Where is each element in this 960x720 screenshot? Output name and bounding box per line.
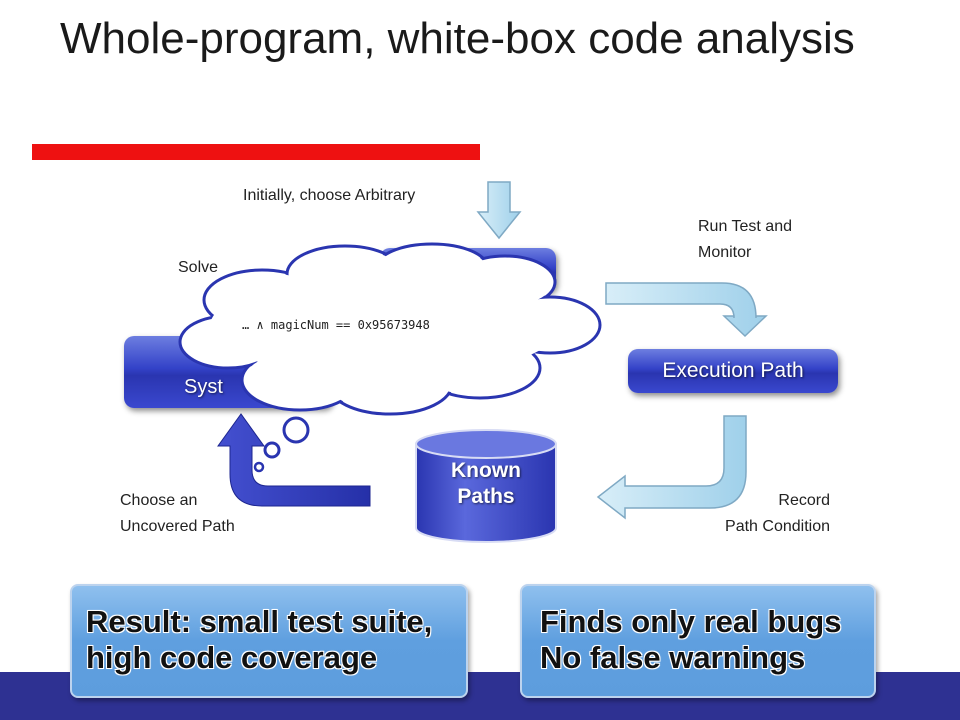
cloud-constraint-text: … ∧ magicNum == 0x95673948 [242, 318, 430, 332]
accent-bar [32, 144, 480, 160]
run-test-arrow [605, 282, 768, 338]
known-paths-database [415, 429, 557, 543]
result-right-line2: No false warnings [540, 640, 806, 675]
result-left-text: Result: small test suite, high code cove… [86, 604, 432, 676]
label-choose-line2: Uncovered Path [120, 518, 235, 535]
label-solve: Solve [178, 259, 219, 276]
execution-path-node: Execution Path [628, 349, 838, 393]
slide-title: Whole-program, white-box code analysis [60, 14, 855, 63]
constraint-system-label: Syst [184, 376, 223, 398]
result-right-line1: Finds only real bugs [540, 604, 842, 639]
thought-bubble-medium [263, 441, 281, 459]
label-run-test-line1: Run Test and [698, 218, 792, 235]
label-choose-line1: Choose an [120, 492, 198, 509]
choose-path-arrow [217, 413, 371, 507]
label-record-line1: Record [778, 492, 830, 509]
result-left-line1: Result: small test suite, [86, 604, 433, 639]
label-initially: Initially, choose Arbitrary [243, 187, 416, 204]
label-record-line2: Path Condition [725, 518, 830, 535]
record-arrow [596, 415, 747, 520]
label-run-test-line2: Monitor [698, 244, 752, 261]
known-paths-line1: Known [451, 459, 521, 482]
thought-bubble-small [253, 461, 265, 473]
result-box-right: Finds only real bugs No false warnings [520, 584, 876, 698]
thought-bubble-large [282, 416, 310, 444]
result-box-left: Result: small test suite, high code cove… [70, 584, 468, 698]
known-paths-line2: Paths [457, 485, 515, 508]
result-left-line2: high code coverage [86, 640, 378, 675]
result-right-text: Finds only real bugs No false warnings [540, 604, 841, 676]
initial-down-arrow [476, 181, 522, 240]
